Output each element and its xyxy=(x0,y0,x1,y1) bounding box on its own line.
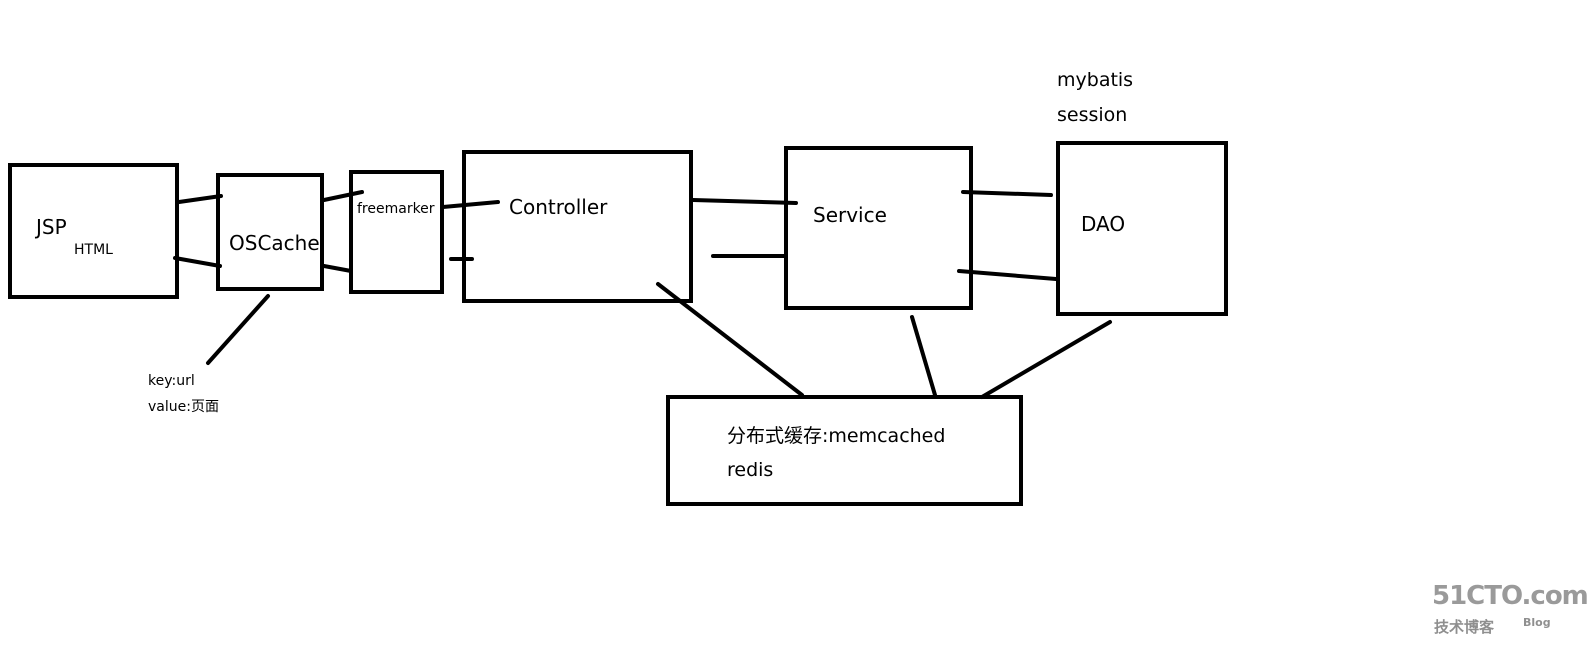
dao-label: DAO xyxy=(1081,212,1125,236)
service-label: Service xyxy=(813,203,887,227)
edge-service-dao-bottom xyxy=(957,269,1058,281)
freemarker-box xyxy=(349,170,444,294)
distributed-cache-box xyxy=(666,395,1023,506)
distributed-cache-line2: redis xyxy=(727,459,773,481)
watermark-site: 51CTO.com xyxy=(1432,581,1588,611)
edge-controller-cache xyxy=(656,282,804,397)
watermark-blog: Blog xyxy=(1523,616,1551,629)
controller-label: Controller xyxy=(509,195,608,219)
edge-freemarker-controller-top xyxy=(441,200,500,209)
watermark-subtitle: 技术博客 xyxy=(1434,618,1495,636)
edge-service-dao-top xyxy=(961,190,1053,197)
oscache-label: OSCache xyxy=(229,231,320,255)
edge-service-cache xyxy=(910,315,937,397)
edge-jsp-oscache-bottom xyxy=(173,256,222,268)
jsp-sublabel: HTML xyxy=(74,242,113,258)
oscache-note-line2: value:页面 xyxy=(148,399,219,415)
jsp-label: JSP xyxy=(34,215,67,239)
edge-dao-cache xyxy=(980,320,1112,399)
edge-oscache-note xyxy=(206,294,270,365)
edge-controller-service-top xyxy=(691,198,798,205)
service-box xyxy=(784,146,973,310)
edge-jsp-oscache-top xyxy=(177,194,223,204)
dao-box xyxy=(1056,141,1228,316)
edge-oscache-freemarker-top xyxy=(322,190,364,202)
distributed-cache-line1: 分布式缓存:memcached xyxy=(727,425,945,447)
oscache-box xyxy=(216,173,324,291)
edge-oscache-freemarker-bottom xyxy=(322,264,353,273)
jsp-box xyxy=(8,163,179,299)
dao-note-line1: mybatis xyxy=(1057,69,1133,91)
watermark: 51CTO.com 技术博客 Blog xyxy=(1432,581,1589,636)
dao-note-line2: session xyxy=(1057,104,1127,126)
freemarker-label: freemarker xyxy=(357,201,435,217)
oscache-note-line1: key:url xyxy=(148,373,195,389)
controller-box xyxy=(462,150,693,303)
